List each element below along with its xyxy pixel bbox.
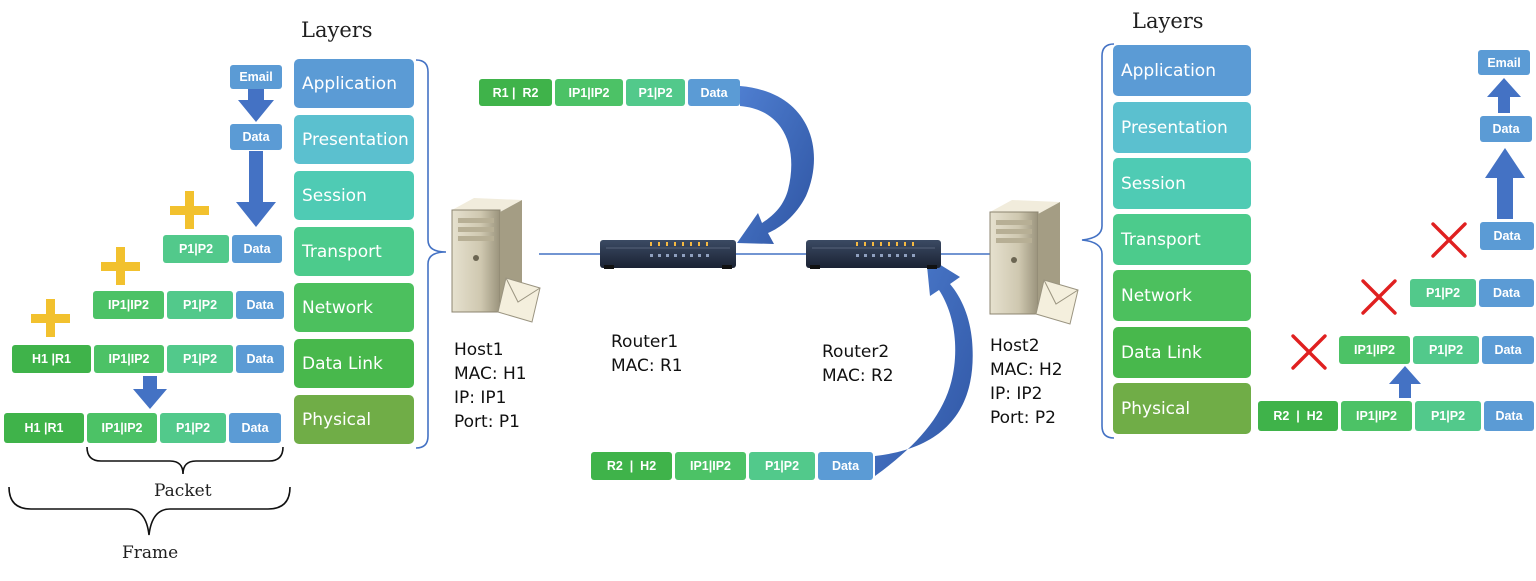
cross-icon [1361,279,1397,315]
plus-icon [31,299,70,337]
top-frame-ip-cell: IP1|IP2 [555,79,623,106]
top-frame-data-cell: Data [688,79,740,106]
right-layer-bracket [1081,43,1115,439]
right-layer-datalink: Data Link [1113,327,1251,378]
top-frame-mac-cell: R1 | R2 [479,79,552,106]
right-layers-title: Layers [1132,9,1204,33]
left-layer-physical: Physical [294,395,414,444]
router1-mac: MAC: R1 [611,356,683,376]
host1-mac: MAC: H1 [454,364,527,384]
host2-port: Port: P2 [990,408,1056,428]
router1-name: Router1 [611,332,679,352]
host1-server-icon [451,198,541,323]
frame-brace [8,486,291,536]
host2-labels: Host2 MAC: H2 IP: IP2 Port: P2 [990,334,1063,430]
right-layer-physical: Physical [1113,383,1251,434]
arrow-datalink-to-physical [133,376,167,409]
network-data-cell: Data [236,291,284,319]
left-data-block-1: Data [230,124,282,150]
physical-data-cell: Data [229,413,281,443]
arrow-data-to-email [1487,78,1521,113]
right-data-block-transport: Data [1480,222,1534,250]
datalink-ip-cell: IP1|IP2 [94,345,164,373]
right-layer-session: Session [1113,158,1251,209]
left-layers-title: Layers [301,18,373,42]
left-layer-datalink: Data Link [294,339,414,388]
arrow-email-to-data [238,89,274,122]
plus-icon [170,191,209,229]
transport-data-cell: Data [232,235,282,263]
network-ip-cell: IP1|IP2 [93,291,164,319]
physical-port-cell: P1|P2 [160,413,226,443]
right-datalink-data-cell: Data [1482,336,1534,364]
left-layer-transport: Transport [294,227,414,276]
bottom-frame-data-cell: Data [818,452,873,480]
cross-icon [1291,334,1327,370]
left-layer-network: Network [294,283,414,332]
router2-mac: MAC: R2 [822,366,894,386]
right-network-port-cell: P1|P2 [1410,279,1476,307]
physical-ip-cell: IP1|IP2 [87,413,157,443]
host2-server-icon [989,200,1079,325]
host2-name: Host2 [990,336,1040,356]
physical-mac-cell: H1 |R1 [4,413,84,443]
right-layer-transport: Transport [1113,214,1251,265]
right-layer-presentation: Presentation [1113,102,1251,153]
right-layer-application: Application [1113,45,1251,96]
router2-labels: Router2 MAC: R2 [822,340,894,388]
frame-label: Frame [122,543,179,563]
packet-label: Packet [154,481,212,501]
left-layer-bracket [415,59,447,449]
arrow-physical-to-datalink [1389,366,1421,398]
right-network-data-cell: Data [1479,279,1534,307]
arrow-data-to-transport [236,151,276,227]
left-layer-session: Session [294,171,414,220]
top-frame-port-cell: P1|P2 [626,79,685,106]
cross-icon [1431,222,1467,258]
arrow-transport-to-data [1485,148,1525,219]
network-port-cell: P1|P2 [167,291,233,319]
router1-icon [600,240,736,269]
curved-arrow-to-router1 [737,86,814,244]
host2-mac: MAC: H2 [990,360,1063,380]
host1-labels: Host1 MAC: H1 IP: IP1 Port: P1 [454,338,527,434]
transport-port-cell: P1|P2 [163,235,229,263]
router1-labels: Router1 MAC: R1 [611,330,683,378]
left-layer-presentation: Presentation [294,115,414,164]
left-layer-application: Application [294,59,414,108]
host1-ip: IP: IP1 [454,388,507,408]
datalink-port-cell: P1|P2 [167,345,233,373]
datalink-data-cell: Data [236,345,284,373]
host1-port: Port: P1 [454,412,520,432]
router2-name: Router2 [822,342,890,362]
bottom-frame-mac-cell: R2 | H2 [591,452,672,480]
right-layer-network: Network [1113,270,1251,321]
right-physical-ip-cell: IP1|IP2 [1341,401,1412,431]
right-physical-port-cell: P1|P2 [1415,401,1481,431]
packet-brace [86,446,284,475]
right-physical-data-cell: Data [1484,401,1534,431]
datalink-mac-cell: H1 |R1 [12,345,91,373]
bottom-frame-port-cell: P1|P2 [749,452,815,480]
right-email-block: Email [1478,50,1530,75]
bottom-frame-ip-cell: IP1|IP2 [675,452,746,480]
host2-ip: IP: IP2 [990,384,1043,404]
right-data-block-top: Data [1480,116,1532,142]
left-email-block: Email [230,65,282,89]
host1-name: Host1 [454,340,504,360]
right-physical-mac-cell: R2 | H2 [1258,401,1338,431]
plus-icon [101,247,140,285]
router2-icon [806,240,941,269]
right-datalink-port-cell: P1|P2 [1413,336,1479,364]
right-datalink-ip-cell: IP1|IP2 [1339,336,1410,364]
